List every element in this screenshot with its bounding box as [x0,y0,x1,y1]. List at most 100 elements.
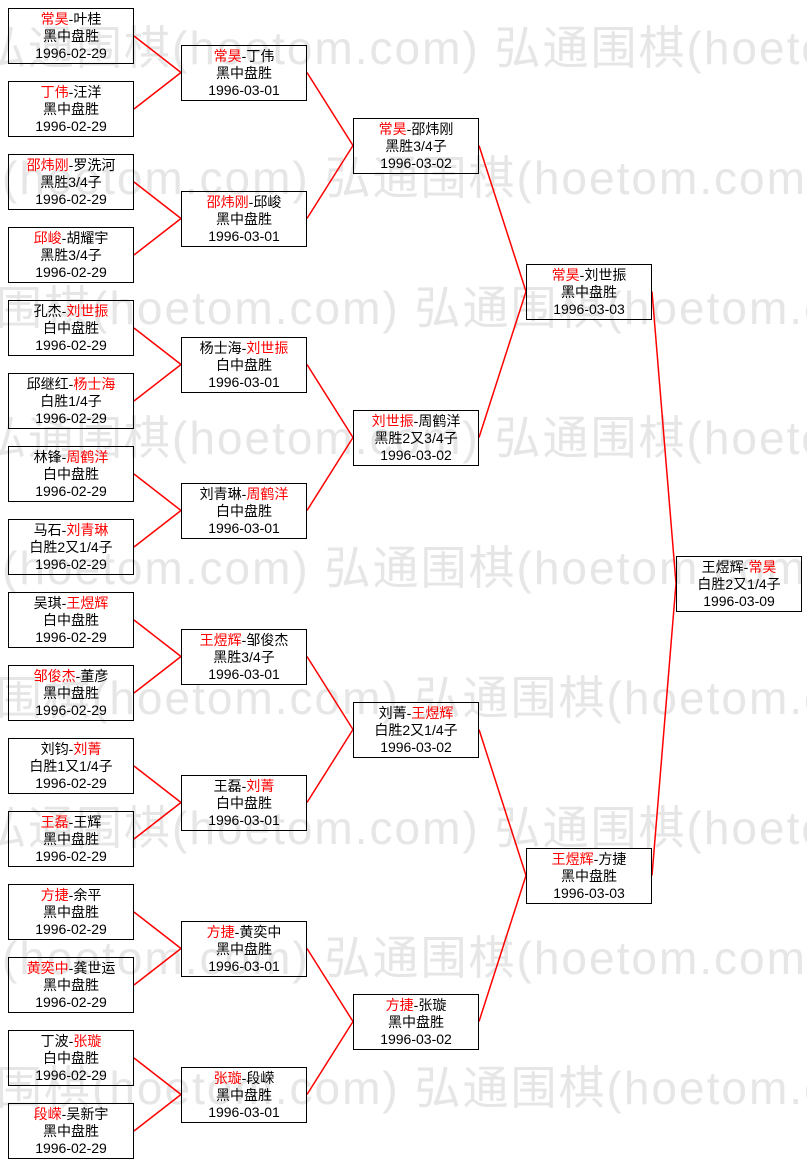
connector-line [651,583,677,876]
connector-line [133,619,182,658]
loser-name: 邵炜刚 [411,121,454,137]
winner-name: 常昊 [748,559,777,575]
winner-name: 杨士海 [73,376,116,392]
match-players: 邱继红-杨士海 [9,376,133,393]
match-date: 1996-02-29 [35,702,107,718]
connector-line [133,473,182,512]
watermark-text: 弘通围棋(hoetom.com) 弘通围棋(hoetom.com) 弘通围棋(h… [0,1062,807,1114]
match-date: 1996-02-29 [35,337,107,353]
winner-name: 张璇 [213,1070,242,1086]
players-separator: - [68,814,74,830]
match-date: 1996-02-29 [35,629,107,645]
match-result: 黑中盘胜 [216,211,272,227]
match-date: 1996-03-02 [380,447,452,463]
match-players: 孔杰-刘世振 [9,303,133,320]
match-date: 1996-03-02 [380,739,452,755]
connector-line [133,35,182,74]
loser-name: 刘世振 [584,267,627,283]
match-result: 白中盘胜 [43,320,99,336]
match-players: 刘菁-王煜辉 [354,705,478,722]
match-result: 白中盘胜 [43,612,99,628]
players-separator: - [68,84,74,100]
winner-name: 王煜辉 [411,705,454,721]
match-players: 杨士海-刘世振 [182,340,306,357]
connector-line [133,71,182,110]
match-players: 邱峻-胡耀宇 [9,230,133,247]
winner-name: 方捷 [385,997,414,1013]
match-result: 黑中盘胜 [561,868,617,884]
winner-name: 刘菁 [73,741,102,757]
winner-name: 王煜辉 [66,595,109,611]
winner-name: 刘菁 [246,778,275,794]
match-date: 1996-03-09 [703,593,775,609]
match-players: 段嵘-吴新宇 [9,1106,133,1123]
match-result: 黑中盘胜 [43,28,99,44]
watermark-text: 弘通围棋(hoetom.com) 弘通围棋(hoetom.com) 弘通围棋(h… [0,282,807,334]
players-separator: - [68,1033,74,1049]
winner-name: 常昊 [378,121,407,137]
match-date: 1996-03-01 [208,958,280,974]
match-date: 1996-02-29 [35,775,107,791]
players-separator: - [579,267,585,283]
players-separator: - [68,376,74,392]
watermark-text: 弘通围棋(hoetom.com) 弘通围棋(hoetom.com) 弘通围棋(h… [0,672,807,724]
match-date: 1996-03-01 [208,812,280,828]
loser-name: 龚世运 [73,960,116,976]
players-separator: - [68,741,74,757]
winner-name: 段嵘 [33,1106,62,1122]
connector-line [306,145,354,219]
match-result: 白胜2又1/4子 [697,576,781,592]
winner-name: 王磊 [40,814,69,830]
players-separator: - [68,11,74,27]
match-result: 白中盘胜 [43,1050,99,1066]
match-result: 黑胜3/4子 [213,649,275,665]
players-separator: - [61,449,67,465]
connector-line [478,291,527,438]
winner-name: 王煜辉 [199,632,242,648]
players-separator: - [68,960,74,976]
match-date: 1996-03-01 [208,1104,280,1120]
players-separator: - [413,413,419,429]
loser-name: 刘青琳 [199,486,242,502]
loser-name: 马石 [33,522,62,538]
players-separator: - [234,924,240,940]
match-players: 丁伟-汪洋 [9,84,133,101]
watermark-text: 弘通围棋(hoetom.com) 弘通围棋(hoetom.com) 弘通围棋(h… [0,932,807,984]
players-separator: - [241,340,247,356]
match-result: 黑胜3/4子 [385,138,447,154]
connector-line [133,363,182,402]
match-date: 1996-03-02 [380,1031,452,1047]
connector-line [651,291,677,584]
match-date: 1996-02-29 [35,410,107,426]
winner-name: 王煜辉 [551,851,594,867]
match-players: 林锋-周鹤洋 [9,449,133,466]
connector-line [306,437,354,511]
connector-line [133,911,182,950]
loser-name: 刘钧 [40,741,69,757]
loser-name: 王磊 [213,778,242,794]
loser-name: 周鹤洋 [418,413,461,429]
connector-line [133,1093,182,1132]
match-result: 黑中盘胜 [43,685,99,701]
loser-name: 方捷 [598,851,627,867]
loser-name: 孔杰 [33,303,62,319]
match-date: 1996-02-29 [35,556,107,572]
connector-line [478,875,527,1022]
match-players: 方捷-黄奕中 [182,924,306,941]
